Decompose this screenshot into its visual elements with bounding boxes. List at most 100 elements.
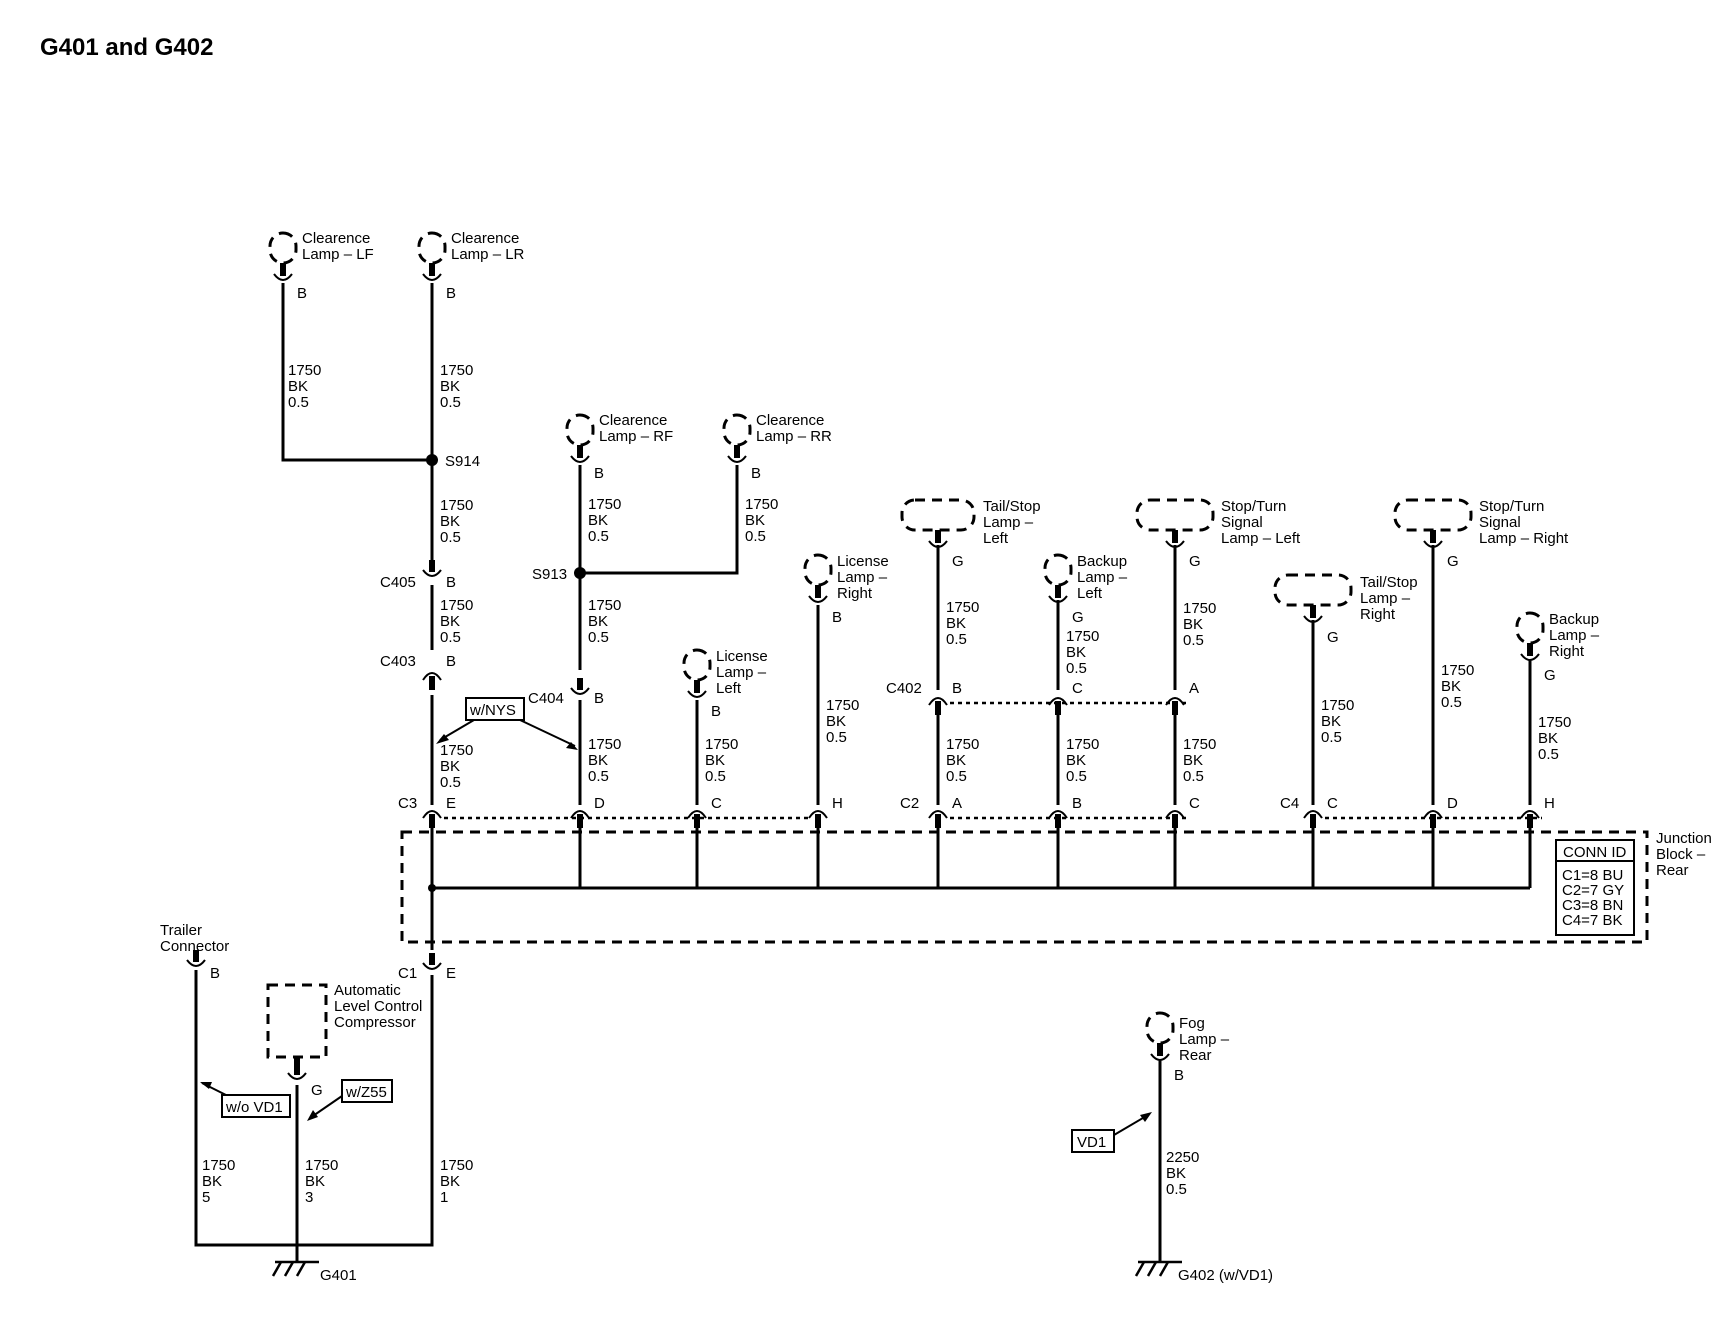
trailer-connector-label: Trailer Connector [160, 922, 229, 955]
pin-label: E [446, 965, 456, 982]
conn-id-header: CONN ID [1563, 844, 1627, 861]
terminals [186, 560, 1540, 970]
svg-text:w/o VD1: w/o VD1 [225, 1099, 283, 1116]
pin-label: A [1189, 680, 1199, 697]
pin-label: G [1447, 553, 1459, 570]
svg-text:w/NYS: w/NYS [469, 702, 516, 719]
connector-c402: C402 [886, 680, 922, 697]
diagram-title: G401 and G402 [40, 34, 213, 61]
terminal-junction [422, 810, 442, 828]
option-z55: w/Z55 [307, 1079, 393, 1121]
connector-c4: C4 [1280, 795, 1299, 812]
pin-label: B [594, 690, 604, 707]
conn-id-row: C2=7 GY [1562, 882, 1624, 899]
terminal-junction [1423, 810, 1443, 828]
connector-c1: C1 [398, 965, 417, 982]
terminal-junction [928, 810, 948, 828]
pin-label: G [311, 1082, 323, 1099]
terminal-c402 [1048, 697, 1068, 715]
pin-label: B [297, 285, 307, 302]
svg-text:w/Z55: w/Z55 [345, 1084, 387, 1101]
terminal-c402 [1165, 697, 1185, 715]
terminal-c1 [422, 953, 442, 970]
terminal-junction [808, 810, 828, 828]
conn-id-table: CONN ID C1=8 BU C2=7 GY C3=8 BN C4=7 BK [1555, 839, 1635, 936]
pin-label: D [594, 795, 605, 812]
terminal-c404 [570, 678, 590, 695]
pin-label: C [1327, 795, 1338, 812]
alc-terminal [287, 1057, 307, 1080]
terminal-junction [1165, 810, 1185, 828]
connector-c404: C404 [528, 690, 564, 707]
pin-label: H [832, 795, 843, 812]
connector-c3: C3 [398, 795, 417, 812]
ground-g401-label: G401 [320, 1267, 357, 1284]
terminal-c402 [928, 697, 948, 715]
pin-label: B [1174, 1067, 1184, 1084]
junction-block-label: Junction Block – Rear [1656, 830, 1716, 879]
ground-g402-label: G402 (w/VD1) [1178, 1267, 1273, 1284]
pin-label: D [1447, 795, 1458, 812]
splice-s914-label: S914 [445, 453, 480, 470]
terminal-junction [1303, 810, 1323, 828]
conn-id-row: C1=8 BU [1562, 867, 1623, 884]
pin-label: B [711, 703, 721, 720]
grounds [271, 1260, 1182, 1277]
wires [194, 283, 1532, 1262]
alc-compressor-label: Automatic Level Control Compressor [334, 982, 427, 1031]
conn-id-row: C4=7 BK [1562, 912, 1622, 929]
pin-label: G [1189, 553, 1201, 570]
terminal-c403 [422, 672, 442, 690]
option-vd1: VD1 [1071, 1112, 1152, 1153]
wire-clearance-rr [580, 465, 739, 575]
splice-s913-label: S913 [532, 566, 567, 583]
splice-s914 [426, 454, 438, 466]
svg-text:VD1: VD1 [1077, 1134, 1106, 1151]
terminal-junction [687, 810, 707, 828]
terminal-junction [1048, 810, 1068, 828]
pin-label: B [210, 965, 220, 982]
terminal-junction [570, 810, 590, 828]
conn-id-row: C3=8 BN [1562, 897, 1623, 914]
wire-clearance-lf [281, 283, 432, 462]
pin-label: B [751, 465, 761, 482]
connector-c403: C403 [380, 653, 416, 670]
